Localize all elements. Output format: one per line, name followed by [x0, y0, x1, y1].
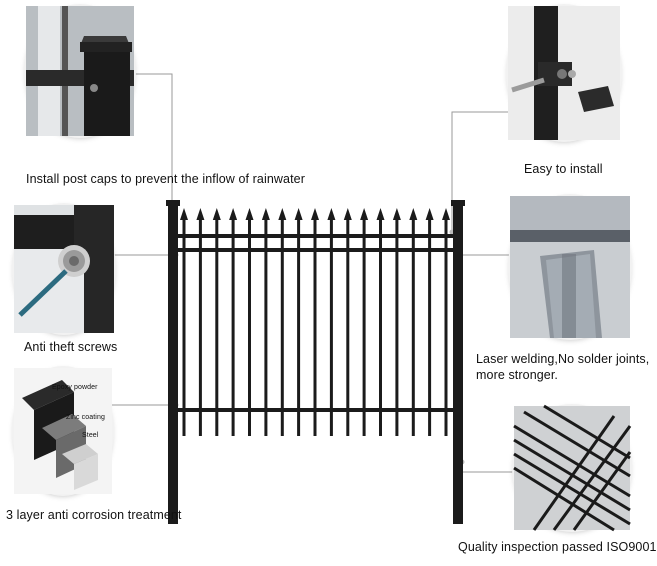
fence-picket — [231, 218, 235, 436]
fence-post-left — [168, 204, 178, 524]
fence-picket-spear — [294, 208, 303, 220]
fence-stack-photo — [513, 404, 632, 532]
corrosion-layer-zinc: Zinc coating — [66, 414, 105, 421]
fence-picket-spear — [425, 208, 434, 220]
fence-picket-spear — [343, 208, 352, 220]
leader-post-caps — [130, 73, 173, 205]
fence-picket — [297, 218, 301, 436]
callout-easy-install: Easy to install — [524, 162, 603, 176]
fence-picket — [182, 218, 186, 436]
fence-picket-spear — [409, 208, 418, 220]
callout-laser-line2: more stronger. — [476, 368, 558, 382]
laser-weld-photo — [510, 196, 630, 338]
fence-picket — [379, 218, 382, 436]
corrosion-layer-steel: Steel — [82, 432, 99, 439]
fence-picket — [264, 218, 268, 436]
fence-post-right — [453, 204, 463, 524]
fence-pickets — [180, 208, 450, 436]
fence-picket — [198, 218, 202, 436]
fence-post-left-cap — [166, 200, 180, 206]
fence-picket-spear — [245, 208, 254, 220]
fence-picket-spear — [212, 208, 221, 220]
leader-easy-install — [451, 111, 520, 232]
fence-picket — [313, 218, 317, 436]
fence-picket — [248, 218, 251, 436]
fence-picket — [346, 218, 350, 436]
anti-corrosion-layers-photo — [14, 368, 112, 494]
fence-picket-spear — [180, 208, 188, 220]
fence-picket — [215, 218, 219, 436]
post-cap-photo — [26, 6, 134, 136]
callout-quality: Quality inspection passed ISO9001 — [458, 540, 657, 554]
fence-picket-spear — [311, 208, 319, 220]
fence-picket-spear — [376, 208, 385, 220]
fence-picket-spear — [442, 208, 450, 220]
corrosion-layer-epoxy: Epoxy powder — [52, 384, 98, 391]
fence-picket — [395, 218, 399, 436]
fence-picket — [444, 218, 448, 436]
fence-picket-spear — [360, 208, 369, 220]
fence-picket — [280, 218, 284, 436]
fence-picket — [362, 218, 366, 436]
callout-laser-line1: Laser welding,No solder joints, — [476, 352, 650, 366]
anti-theft-screw-photo — [14, 205, 114, 333]
fence-picket — [329, 218, 333, 436]
fence-picket-spear — [278, 208, 287, 220]
fence-picket-spear — [392, 208, 401, 220]
callout-post-caps: Install post caps to prevent the inflow … — [26, 172, 305, 186]
fence-picket-spear — [196, 208, 205, 220]
callout-anti-theft: Anti theft screws — [24, 340, 118, 354]
fence-post-right-cap — [451, 200, 465, 206]
fence-picket-spear — [327, 208, 336, 220]
fence-picket — [411, 218, 415, 436]
fence-picket-spear — [261, 208, 270, 220]
fence-picket — [428, 218, 432, 436]
bracket-install-photo — [508, 6, 620, 140]
fence-picket-spear — [229, 208, 238, 220]
callout-corrosion: 3 layer anti corrosion treatment — [6, 508, 182, 522]
